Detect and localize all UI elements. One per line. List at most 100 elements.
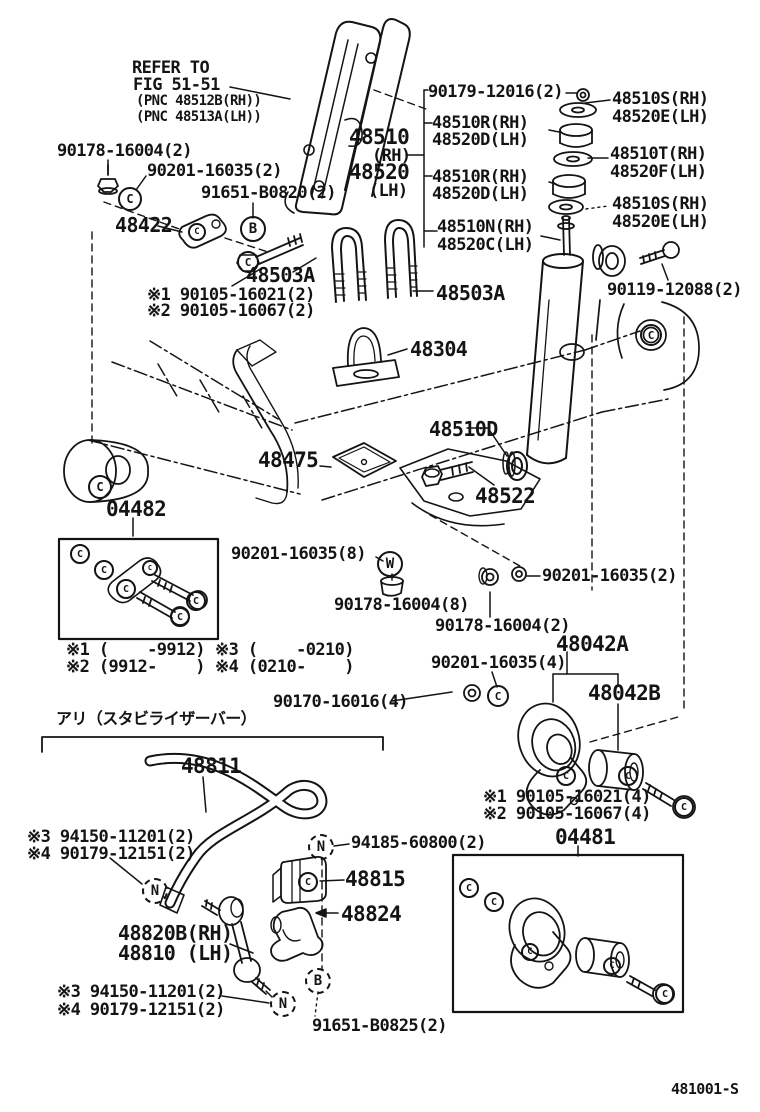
label-nut-90178-8: 90178-16004(8) — [334, 595, 469, 615]
label-kit-04481: 04481 — [555, 825, 616, 849]
label-stack-48520e-1: 48520E(LH) — [612, 107, 709, 127]
pivot-bushing-bolt-90119 — [592, 241, 680, 277]
label-stack-48520f: 48520F(LH) — [610, 162, 707, 182]
circled-letter-C-15: C — [142, 560, 158, 576]
circled-letter-C-23: C — [521, 943, 539, 961]
circled-letter-N-9: N — [308, 834, 334, 860]
circled-letter-C-18: C — [556, 766, 576, 786]
label-part-48503a-right: 48503A — [436, 281, 505, 305]
label-ref1-90105-16021-2: ※1 90105-16021(2) — [147, 285, 315, 305]
label-part-48522: 48522 — [475, 484, 536, 508]
circled-letter-C-3: C — [237, 251, 259, 273]
label-part-48510-rh: (RH) — [372, 146, 411, 166]
circled-letter-C-16: C — [186, 591, 206, 611]
label-stack-48520d-1: 48520D(LH) — [432, 130, 529, 150]
circled-letter-C-21: C — [459, 878, 479, 898]
circled-letter-C-26: C — [298, 872, 318, 892]
spring-seat-assembly — [399, 448, 541, 527]
label-legend-4: ※4 (0210- ) — [215, 657, 355, 677]
u-bolts — [331, 219, 418, 303]
label-section-note: アリ（スタビライザーバー） — [56, 709, 257, 728]
bushing-assembly-48042 — [517, 702, 696, 819]
label-part-48042b: 48042B — [588, 681, 661, 705]
label-stack-48510r-1: 48510R(RH) — [432, 113, 529, 133]
label-stack-48510r-2: 48510R(RH) — [432, 167, 529, 187]
circled-letter-C-5: C — [640, 324, 662, 346]
spring-seat-plate-48475 — [332, 442, 397, 478]
label-bolt-91651-b0820: 91651-B0820(2) — [201, 183, 336, 203]
spring-bumper-48304 — [332, 327, 400, 387]
label-stack-48510s-2: 48510S(RH) — [612, 194, 709, 214]
circled-letter-N-8: N — [142, 878, 168, 904]
leader-lines — [107, 86, 669, 1004]
label-part-48422: 48422 — [115, 213, 173, 237]
label-legend-2: ※2 (9912- ) — [66, 657, 206, 677]
label-kit-04482: 04482 — [106, 497, 167, 521]
label-refer-line2: FIG 51-51 — [133, 75, 220, 95]
label-part-48503a-left: 48503A — [246, 263, 315, 287]
circled-letter-C-12: C — [70, 544, 90, 564]
circled-letter-B-1: B — [240, 216, 266, 242]
label-drawing-code: 481001-S — [671, 1080, 739, 1098]
circled-letter-C-4: C — [88, 475, 112, 499]
top-bracket — [284, 18, 411, 216]
label-stack-48510t: 48510T(RH) — [610, 144, 707, 164]
label-ref3-94150-a: ※3 94150-11201(2) — [27, 827, 195, 847]
circled-letter-C-20: C — [674, 797, 694, 817]
label-part-48811: 48811 — [181, 754, 242, 778]
circled-letter-B-11: B — [305, 968, 331, 994]
label-part-48304: 48304 — [410, 337, 468, 361]
label-bolt-90119-12088: 90119-12088(2) — [607, 280, 742, 300]
label-part-48815: 48815 — [345, 867, 406, 891]
label-washer-90201-2b: 90201-16035(2) — [542, 566, 677, 586]
stabilizer-link-48820 — [201, 896, 271, 995]
label-part-48042a: 48042A — [556, 632, 629, 656]
label-part-48510d: 48510D — [429, 417, 498, 441]
circled-letter-C-0: C — [118, 187, 142, 211]
circled-letter-W-6: W — [377, 551, 403, 577]
label-stack-48520c: 48520C(LH) — [437, 235, 534, 255]
label-ref2-90105-16067-2: ※2 90105-16067(2) — [147, 301, 315, 321]
construction-dashed-lines — [91, 89, 685, 971]
circled-letter-C-13: C — [94, 560, 114, 580]
circled-letter-C-22: C — [484, 892, 504, 912]
circled-letter-N-10: N — [270, 991, 296, 1017]
circled-letter-C-17: C — [170, 607, 190, 627]
label-washer-90201-4: 90201-16035(4) — [431, 653, 566, 673]
circled-letter-C-7: C — [487, 685, 509, 707]
circled-letter-C-24: C — [603, 957, 621, 975]
label-legend-3: ※3 ( -0210) — [215, 640, 355, 660]
label-ref4-90179-b: ※4 90179-12151(2) — [57, 1000, 225, 1020]
label-part-48475: 48475 — [258, 448, 319, 472]
label-nut-90178-2: 90178-16004(2) — [57, 141, 192, 161]
label-ref3-94150-b: ※3 94150-11201(2) — [57, 982, 225, 1002]
label-refer-pnc-lh: (PNC 48513A(LH)) — [136, 109, 262, 125]
label-bolt-91651-b0825: 91651-B0825(2) — [312, 1016, 447, 1036]
label-part-48820b: 48820B(RH) — [118, 921, 233, 945]
label-washer-90201-8: 90201-16035(8) — [231, 544, 366, 564]
frame-phantom-lines — [87, 330, 669, 501]
leaf-spring-eye — [63, 339, 299, 505]
stud-48522 — [421, 461, 474, 487]
shackle-hardware — [97, 164, 304, 272]
label-part-48510: 48510 — [349, 125, 410, 149]
stabilizer-bracket-48824 — [270, 906, 324, 962]
label-refer-pnc-rh: (PNC 48512B(RH)) — [136, 93, 262, 109]
circled-letter-C-2: C — [188, 223, 206, 241]
circled-letter-C-14: C — [116, 579, 136, 599]
label-legend-1: ※1 ( -9912) — [66, 640, 206, 660]
label-stack-48510n: 48510N(RH) — [437, 217, 534, 237]
label-nut-90170-16016: 90170-16016(4) — [273, 692, 408, 712]
label-refer-line1: REFER TO — [132, 58, 210, 78]
label-part-48520-lh: (LH) — [369, 181, 408, 201]
label-nut-90179-12016: 90179-12016(2) — [428, 82, 563, 102]
label-part-48520: 48520 — [349, 160, 410, 184]
label-part-48810: 48810 (LH) — [118, 941, 233, 965]
label-ref1-90105-16021-4: ※1 90105-16021(4) — [483, 787, 651, 807]
label-ref4-90179-a: ※4 90179-12151(2) — [27, 844, 195, 864]
label-washer-90201-2a: 90201-16035(2) — [147, 161, 282, 181]
label-stack-48520d-2: 48520D(LH) — [432, 184, 529, 204]
